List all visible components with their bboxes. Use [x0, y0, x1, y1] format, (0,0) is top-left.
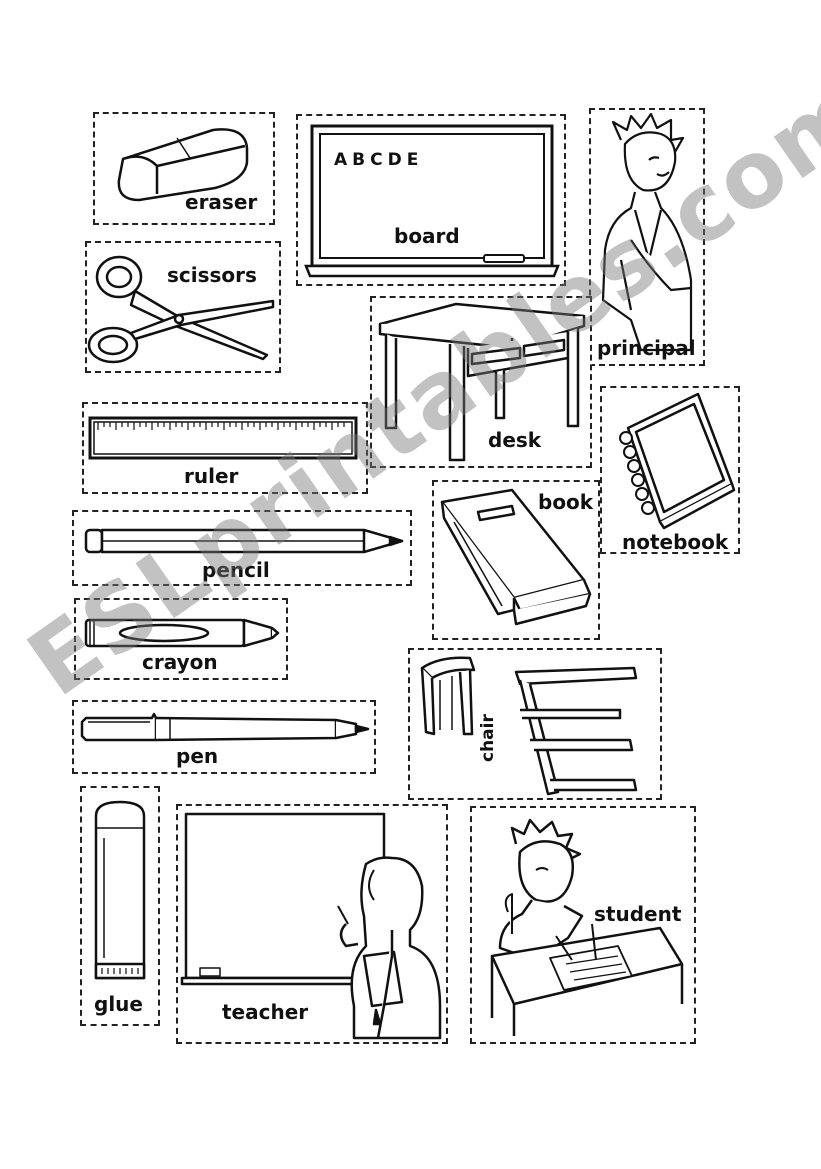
pencil-card: pencil [72, 510, 412, 586]
notebook-card: notebook [600, 386, 740, 554]
pencil-icon [84, 528, 404, 554]
crayon-label: crayon [142, 650, 218, 674]
board-chalk-letters: ABCDE [334, 150, 424, 170]
glue-label: glue [94, 992, 143, 1016]
teacher-icon [180, 812, 442, 1040]
teacher-card: teacher [176, 804, 448, 1044]
chalkboard-icon [304, 124, 560, 278]
student-icon [490, 818, 684, 1036]
ruler-icon [88, 416, 358, 460]
chair-label: chair [478, 714, 498, 762]
board-card: ABCDE board [296, 114, 566, 286]
ruler-label: ruler [184, 464, 239, 488]
principal-card: principal [589, 108, 705, 366]
pencil-label: pencil [202, 558, 270, 582]
pen-label: pen [176, 744, 219, 768]
scissors-card: scissors [85, 241, 281, 373]
chair-icon [420, 656, 638, 796]
pen-card: pen [72, 700, 376, 774]
glue-card: glue [80, 786, 160, 1026]
notebook-icon [619, 392, 736, 530]
desk-label: desk [488, 428, 542, 452]
crayon-icon [84, 618, 280, 648]
student-label: student [594, 902, 682, 926]
ruler-card: ruler [82, 402, 368, 494]
student-card: student [470, 806, 696, 1044]
scissors-icon [87, 255, 275, 364]
eraser-icon [117, 128, 249, 202]
book-card: book [432, 480, 600, 640]
teacher-label: teacher [222, 1000, 309, 1024]
book-label: book [538, 490, 594, 514]
eraser-label: eraser [185, 190, 258, 214]
scissors-label: scissors [167, 263, 257, 287]
eraser-card: eraser [93, 112, 275, 225]
glue-stick-icon [94, 800, 146, 980]
pen-icon [80, 712, 370, 742]
notebook-label: notebook [622, 530, 729, 554]
desk-icon [378, 302, 586, 462]
desk-card: desk [370, 296, 592, 468]
chair-card: chair [408, 648, 662, 800]
book-icon [440, 488, 592, 626]
principal-label: principal [597, 336, 696, 360]
principal-icon [601, 112, 693, 352]
board-label: board [394, 224, 460, 248]
crayon-card: crayon [74, 598, 288, 680]
